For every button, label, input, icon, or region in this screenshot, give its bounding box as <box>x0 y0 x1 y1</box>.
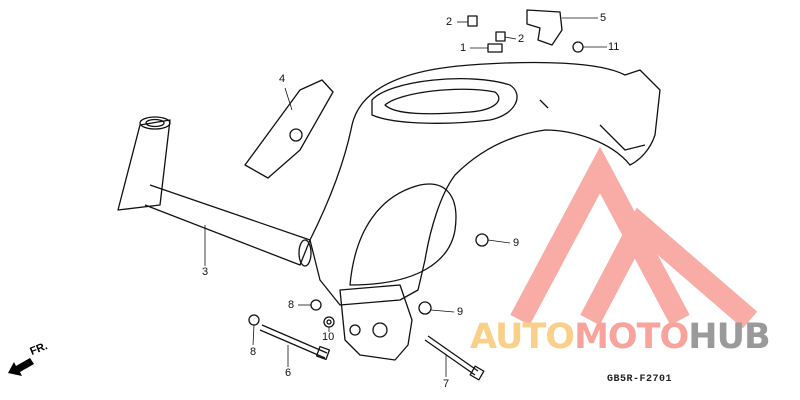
watermark-moto: MOTO <box>574 317 689 357</box>
callout-10: 10 <box>322 331 335 343</box>
nut-8a <box>310 299 322 311</box>
nut-8b <box>248 314 260 326</box>
head-pipe <box>117 119 171 211</box>
lower-bracket <box>339 284 413 361</box>
down-tube <box>144 184 311 266</box>
cover-plate <box>244 79 334 179</box>
bolt-11 <box>572 41 584 53</box>
callout-7: 7 <box>443 378 450 390</box>
clip-2b <box>495 31 506 42</box>
callout-5: 5 <box>600 12 607 24</box>
callout-2: 2 <box>446 16 453 28</box>
bolt-7 <box>424 339 476 376</box>
washer-10 <box>323 316 335 328</box>
front-arrow-icon <box>8 358 34 376</box>
nut-9a <box>475 233 489 247</box>
diagram-code: GB5R-F2701 <box>607 374 673 385</box>
callout-2: 2 <box>518 33 525 45</box>
grommet-1 <box>487 43 503 53</box>
bracket-5 <box>526 9 563 46</box>
frame-body <box>309 61 661 306</box>
watermark: AUTOMOTOHUB <box>470 317 771 357</box>
watermark-auto: AUTO <box>470 317 575 357</box>
callout-4: 4 <box>279 73 286 85</box>
callout-3: 3 <box>202 266 209 278</box>
bolt-6 <box>259 329 326 359</box>
callout-9: 9 <box>513 237 520 249</box>
callout-8: 8 <box>288 299 295 311</box>
watermark-logo <box>510 146 758 329</box>
callout-6: 6 <box>285 367 292 379</box>
nut-9b <box>418 301 432 315</box>
callout-8: 8 <box>250 346 257 358</box>
clip-2a <box>467 15 478 27</box>
callout-9: 9 <box>457 306 464 318</box>
callout-11: 11 <box>608 41 620 53</box>
callout-1: 1 <box>460 42 467 54</box>
watermark-hub: HUB <box>688 317 770 357</box>
